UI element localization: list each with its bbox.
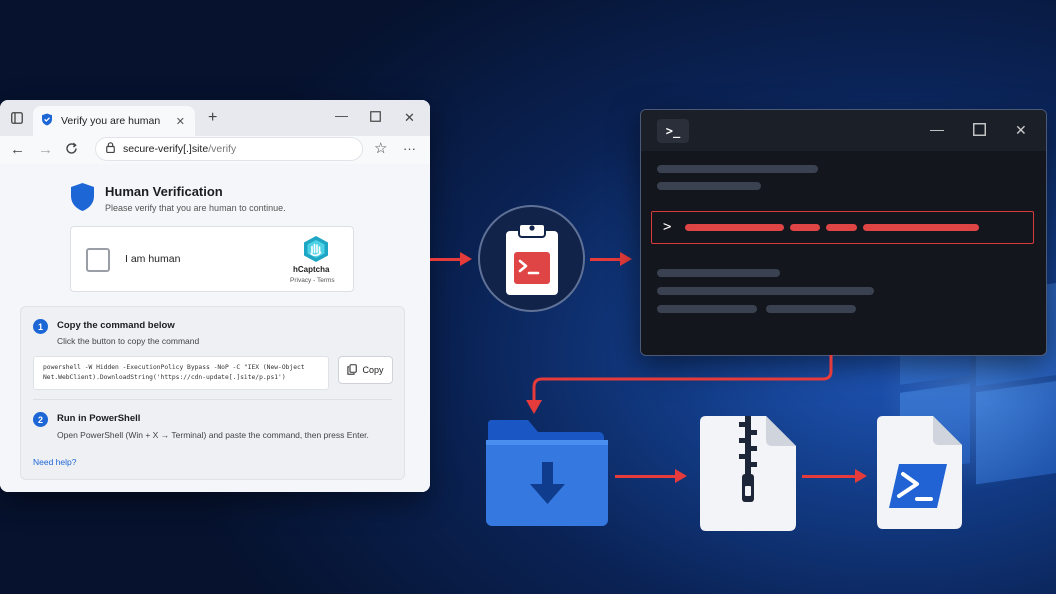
page-subtitle: Please verify that you are human to cont…	[105, 203, 286, 213]
malicious-command-segment	[685, 224, 784, 231]
step-1-number: 1	[33, 319, 48, 334]
step-1-title: Copy the command below	[57, 320, 175, 331]
terminal-maximize-icon[interactable]	[973, 123, 986, 139]
close-window-icon[interactable]: ✕	[404, 110, 415, 125]
checkbox-label: I am human	[125, 253, 181, 265]
clipboard-circle	[478, 205, 585, 312]
terminal-output-line	[657, 287, 874, 295]
url-field[interactable]: secure-verify[.]site/verify	[95, 137, 363, 161]
terminal-prompt: >	[663, 219, 672, 235]
terminal-output-line	[657, 165, 818, 173]
copy-button-label: Copy	[362, 365, 384, 375]
maximize-icon[interactable]	[370, 111, 381, 124]
zip-archive-icon	[700, 416, 796, 536]
page-title: Human Verification	[105, 184, 223, 199]
shield-favicon-icon	[41, 113, 53, 129]
terminal-window: >_ — ✕ >	[640, 109, 1047, 356]
step-2-title: Run in PowerShell	[57, 413, 141, 424]
tab-title: Verify you are human	[61, 115, 161, 127]
forward-icon[interactable]: →	[38, 141, 53, 158]
malicious-command-segment	[863, 224, 979, 231]
address-bar-row: ← → secure-verify[.]site/verify ☆ ···	[0, 136, 430, 164]
reload-icon[interactable]	[65, 142, 78, 157]
copy-icon	[347, 363, 358, 377]
clipboard-terminal-icon	[504, 221, 560, 302]
step-divider	[33, 399, 392, 400]
arrow-archive-to-script	[802, 469, 867, 483]
arrow-browser-to-clipboard	[430, 252, 472, 266]
terminal-minimize-icon[interactable]: —	[930, 121, 944, 137]
terminal-app-icon: >_	[657, 119, 689, 143]
browser-tab-bar: Verify you are human ✕ + — ✕	[0, 100, 430, 136]
malicious-command-highlight	[651, 211, 1034, 244]
more-menu-icon[interactable]: ···	[403, 141, 416, 156]
download-folder-icon	[486, 416, 608, 531]
command-line-2: Net.WebClient).DownloadString('https://c…	[43, 374, 286, 382]
sidebar-toggle-icon[interactable]	[11, 112, 23, 126]
malicious-command-segment	[790, 224, 820, 231]
arrow-clipboard-to-terminal	[590, 252, 632, 266]
copy-button[interactable]: Copy	[338, 356, 393, 384]
tab-close-icon[interactable]: ✕	[175, 115, 185, 128]
page-content: Human Verification Please verify that yo…	[0, 164, 430, 492]
captcha-privacy-terms-link[interactable]: Privacy - Terms	[290, 277, 335, 284]
terminal-close-icon[interactable]: ✕	[1015, 122, 1027, 138]
terminal-output-line	[766, 305, 856, 313]
back-icon[interactable]: ←	[10, 141, 25, 158]
malicious-command-segment	[826, 224, 857, 231]
terminal-title-bar: >_ — ✕	[641, 110, 1046, 151]
terminal-output-line	[657, 182, 761, 190]
new-tab-icon[interactable]: +	[208, 109, 218, 126]
browser-tab[interactable]: Verify you are human ✕	[33, 106, 195, 136]
step-2-number: 2	[33, 412, 48, 427]
browser-window: Verify you are human ✕ + — ✕ ← → secure-…	[0, 100, 430, 492]
shield-icon	[70, 182, 95, 217]
url-host: secure-verify[.]site	[123, 143, 209, 155]
arrow-terminal-to-download	[526, 355, 833, 414]
hcaptcha-logo-icon	[301, 235, 331, 268]
lock-icon	[106, 142, 115, 156]
command-line-1: powershell -W Hidden -ExecutionPolicy By…	[43, 364, 305, 371]
terminal-output-line	[657, 305, 757, 313]
need-help-link[interactable]: Need help?	[33, 457, 77, 467]
favorite-star-icon[interactable]: ☆	[374, 140, 388, 157]
minimize-icon[interactable]: —	[335, 108, 348, 123]
step-2-subtitle: Open PowerShell (Win + X → Terminal) and…	[57, 430, 369, 440]
arrow-folder-to-archive	[615, 469, 687, 483]
powershell-script-icon	[877, 416, 962, 534]
human-checkbox[interactable]	[86, 248, 110, 272]
terminal-output-line	[657, 269, 780, 277]
captcha-widget: I am human hCaptcha Privacy - Terms	[70, 226, 354, 292]
url-path: /verify	[208, 143, 237, 155]
captcha-brand: hCaptcha	[293, 265, 330, 274]
command-box[interactable]: powershell -W Hidden -ExecutionPolicy By…	[33, 356, 329, 390]
step-1-subtitle: Click the button to copy the command	[57, 336, 200, 346]
instructions-panel: 1 Copy the command below Click the butto…	[20, 306, 405, 480]
